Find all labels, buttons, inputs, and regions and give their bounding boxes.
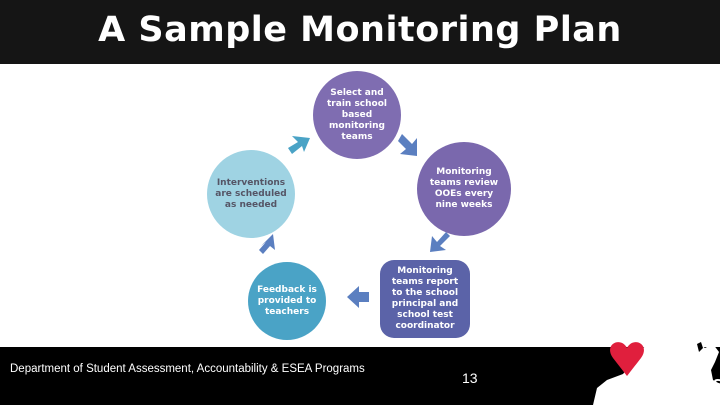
cycle-step-report: Monitoring teams report to the school pr… xyxy=(380,260,470,338)
arrow-up-left-icon xyxy=(259,234,275,254)
logo-line3: LEARNERS xyxy=(646,378,720,393)
arrow-up-right-icon xyxy=(288,136,310,154)
cycle-step-feedback: Feedback is provided to teachers xyxy=(248,262,326,340)
virginia-state-map-icon xyxy=(593,320,720,405)
cycle-step-interventions: Interventions are scheduled as needed xyxy=(207,150,295,238)
arrow-right-down-icon xyxy=(398,134,417,156)
arrow-left-icon xyxy=(347,286,369,308)
cycle-step-review: Monitoring teams review OOEs every nine … xyxy=(417,142,511,236)
cycle-step-select-teams: Select and train school based monitoring… xyxy=(313,71,401,159)
cycle-step-label: Feedback is provided to teachers xyxy=(257,284,317,317)
page-number: 13 xyxy=(462,370,478,386)
cycle-step-label: Monitoring teams review OOEs every nine … xyxy=(429,167,499,210)
cycle-step-label: Monitoring teams report to the school pr… xyxy=(391,266,459,331)
footer-department: Department of Student Assessment, Accoun… xyxy=(10,363,365,375)
title-bar xyxy=(0,0,720,64)
cycle-diagram: Select and train school based monitoring… xyxy=(200,66,520,340)
logo-wordmark: VIRGINIA IS FOR LEARNERS xyxy=(646,354,720,393)
cycle-step-label: Interventions are scheduled as needed xyxy=(215,177,287,210)
page-title: A Sample Monitoring Plan xyxy=(98,10,622,50)
arrow-down-left-icon xyxy=(430,232,450,252)
logo-line1: VIRGINIA xyxy=(646,354,713,369)
cycle-step-label: Select and train school based monitoring… xyxy=(327,87,387,142)
logo-subtitle: VIRGINIA DEPARTMENT OF EDUCATION xyxy=(601,395,713,401)
logo-line2: IS FOR xyxy=(646,366,695,381)
